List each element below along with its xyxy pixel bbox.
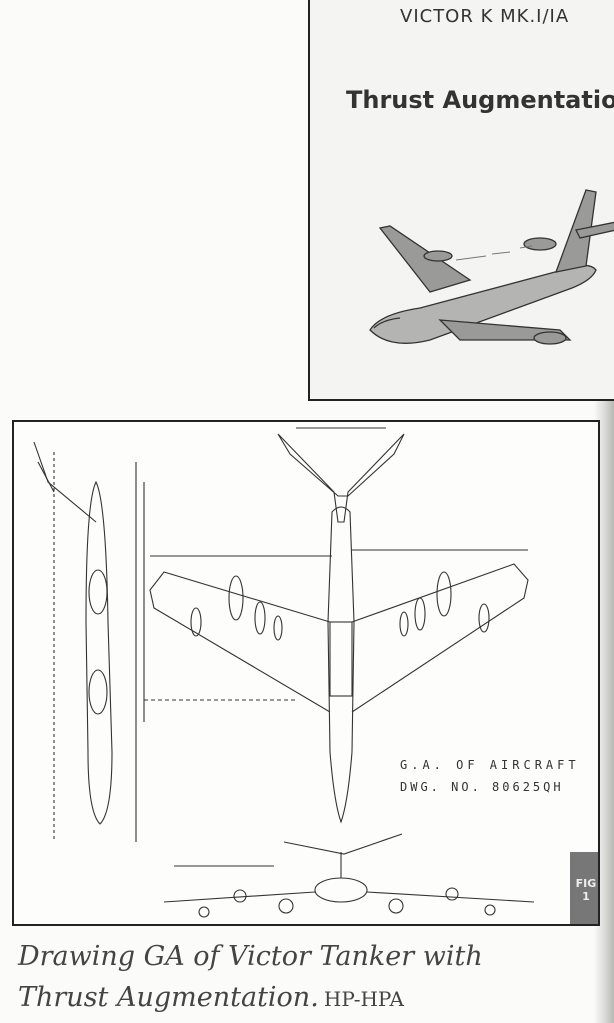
figure-tab-number: 1 <box>582 890 590 903</box>
cover-model-designation: VICTOR K MK.I/IA <box>400 6 570 27</box>
cover-aircraft-illustration <box>369 189 614 345</box>
cover-title: Thrust Augmentation <box>346 86 614 114</box>
ga-drawing-linework <box>33 427 535 918</box>
figure-tab: FIG 1 <box>570 852 598 924</box>
manual-cover: VICTOR K MK.I/IA Thrust Augmentation <box>308 0 614 401</box>
caption-line1: Drawing GA of Victor Tanker with <box>18 941 483 972</box>
drawing-title-block-line1: G.A. OF AIRCRAFT <box>400 758 580 772</box>
caption-credit: HP-HPA <box>323 987 404 1011</box>
figure-tab-label: FIG <box>575 877 597 890</box>
caption-line2: Thrust Augmentation. <box>18 982 319 1013</box>
ga-drawing: G.A. OF AIRCRAFT DWG. NO. 80625QH FIG 1 <box>12 420 600 926</box>
figure-caption: Drawing GA of Victor Tanker with Thrust … <box>18 936 598 1021</box>
drawing-title-block-line2: DWG. NO. 80625QH <box>400 780 564 794</box>
